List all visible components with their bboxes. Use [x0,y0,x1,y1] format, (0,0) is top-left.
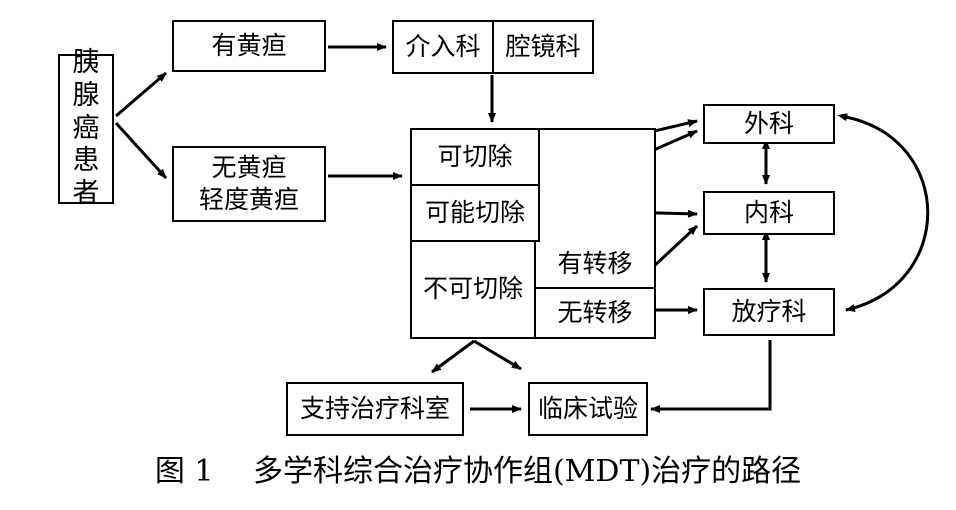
arrow-unresectable-to-supportive [431,339,475,374]
with-metastasis-label: 有转移 [557,249,633,279]
surgery-label: 外科 [743,108,794,138]
unresectable-cell: 不可切除 [412,242,536,337]
radiotherapy-box: 放疗科 [703,288,835,336]
unresectable-label: 不可切除 [422,274,523,304]
possibly-resectable-cell: 可能切除 [412,186,540,242]
patient-char: 者 [72,178,100,210]
resectable-cell: 可切除 [412,130,540,186]
mild-jaundice-label: 轻度黄疸 [198,185,299,214]
resectable-label: 可切除 [437,141,513,171]
jaundice-box: 有黄疸 [172,20,326,72]
supportive-care-box: 支持治疗科室 [286,382,464,436]
internal-medicine-label: 内科 [743,197,794,227]
supportive-care-label: 支持治疗科室 [299,393,450,423]
without-metastasis-cell: 无转移 [536,289,654,337]
patient-char: 癌 [72,112,100,144]
interventional-label: 介入科 [405,31,481,61]
radiotherapy-label: 放疗科 [731,296,807,326]
arrow-metastasis-to-internal [650,224,699,270]
figure-caption: 图 1 多学科综合治疗协作组(MDT)治疗的路径 [154,454,802,489]
no-jaundice-box: 无黄疸 轻度黄疸 [172,146,326,222]
interventional-cell: 介入科 [394,22,494,72]
arrow-patient-to-jaundice [115,71,167,118]
clinical-trial-box: 临床试验 [528,382,648,436]
jaundice-label: 有黄疸 [211,30,287,60]
endoscopy-cell: 腔镜科 [494,22,592,72]
arrow-unresectable-to-trial [473,339,522,371]
endoscopy-label: 腔镜科 [505,31,581,61]
clinical-trial-label: 临床试验 [537,393,638,423]
patient-char: 患 [72,145,100,177]
without-metastasis-label: 无转移 [557,297,633,327]
arrow-radiotherapy-to-trial [650,340,772,413]
interventional-endoscopy-box: 介入科 腔镜科 [392,20,594,74]
arrow-surgery-radiotherapy-curve [837,113,930,312]
arrow-patient-to-no-jaundice [114,121,168,180]
internal-medicine-box: 内科 [703,191,835,235]
patient-char: 腺 [72,79,100,111]
no-jaundice-label: 无黄疸 [211,152,287,182]
pancreatic-cancer-patient-box: 胰 腺 癌 患 者 [58,47,114,209]
resectability-group: 可切除 可能切除 不可切除 有转移 无转移 [410,128,656,339]
surgery-box: 外科 [703,104,835,144]
possibly-resectable-label: 可能切除 [424,197,525,227]
with-metastasis-cell: 有转移 [536,242,654,289]
patient-char: 胰 [72,46,100,78]
